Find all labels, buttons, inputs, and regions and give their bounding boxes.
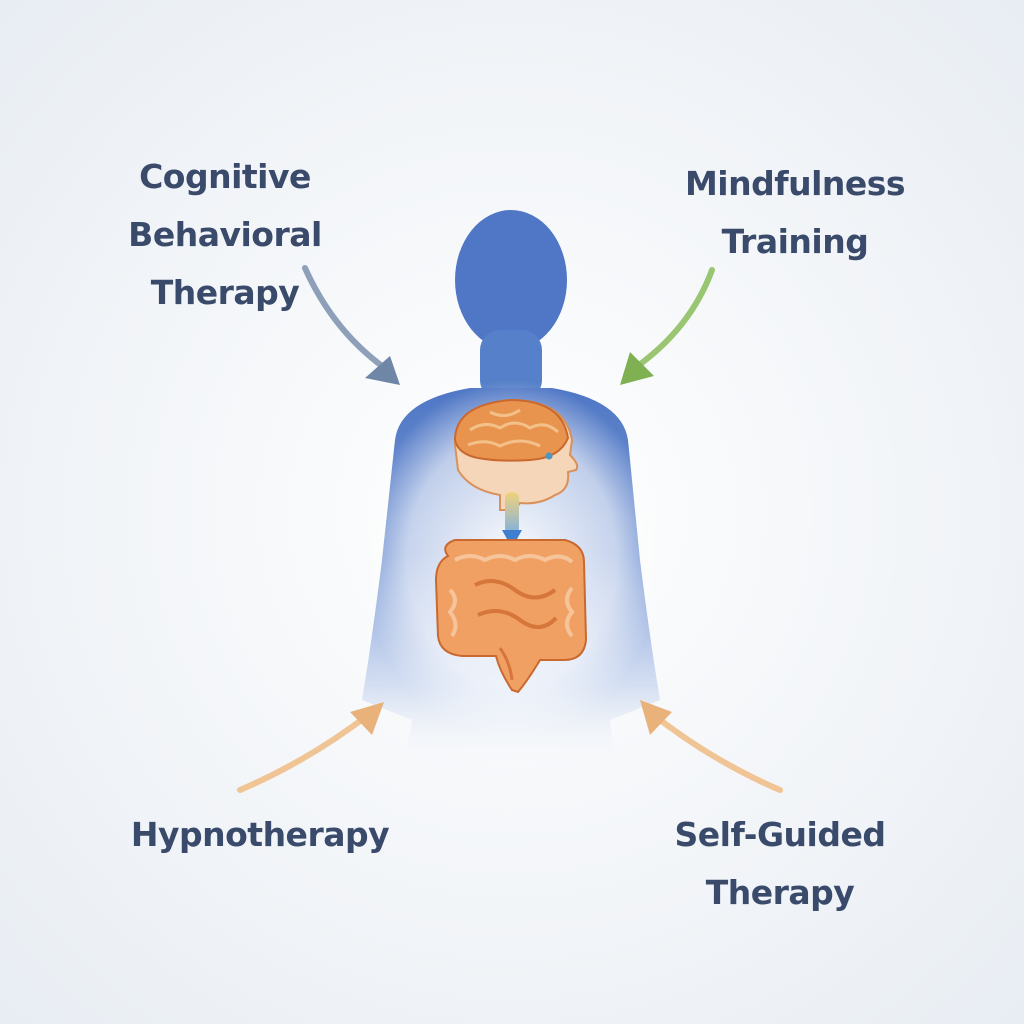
label-line: Hypnotherapy (130, 815, 390, 854)
label-line: Behavioral (128, 215, 322, 254)
label-cognitive-behavioral-therapy: Cognitive Behavioral Therapy (100, 148, 350, 322)
arrow-cbt (302, 265, 400, 385)
intestines-icon (434, 539, 588, 694)
label-line: Cognitive (139, 157, 311, 196)
label-mindfulness-training: Mindfulness Training (650, 155, 940, 271)
arrow-self-guided (640, 700, 783, 793)
label-line: Self-Guided (674, 815, 886, 854)
label-line: Mindfulness (684, 164, 906, 203)
label-line: Therapy (705, 873, 855, 912)
arrow-hypnotherapy (237, 702, 384, 793)
label-hypnotherapy: Hypnotherapy (100, 806, 420, 864)
label-line: Therapy (150, 273, 300, 312)
label-self-guided-therapy: Self-Guided Therapy (630, 806, 930, 922)
label-line: Training (721, 222, 869, 261)
arrow-mindfulness (620, 267, 715, 385)
brain-icon (453, 398, 579, 511)
